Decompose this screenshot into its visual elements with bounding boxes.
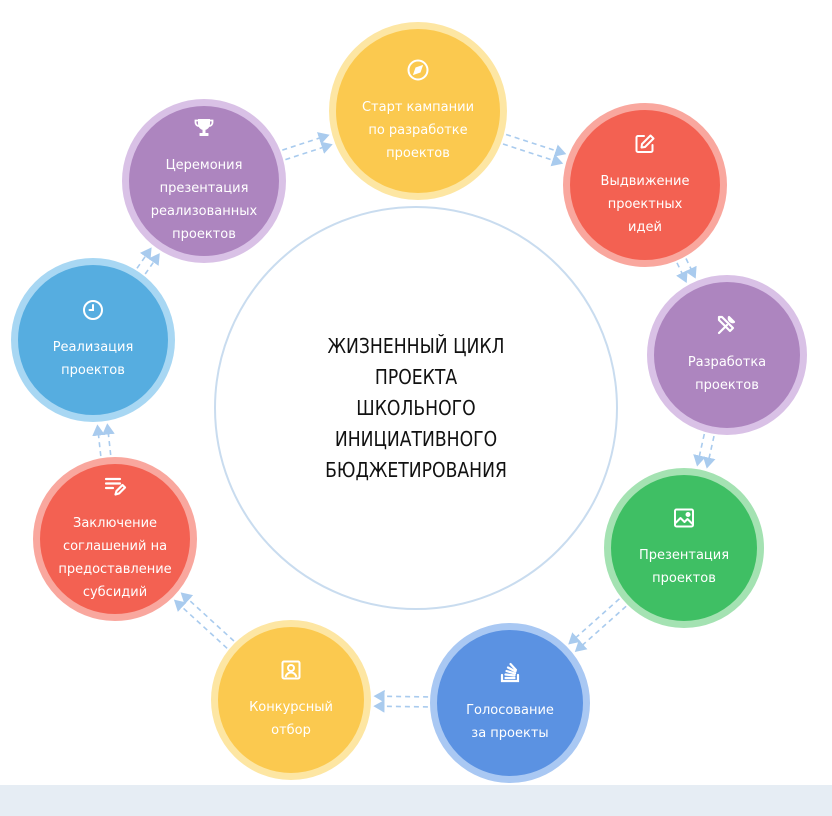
- stage-label-line: отбор: [271, 723, 311, 738]
- stage-label-line: Презентация: [638, 548, 730, 563]
- stage-label-line: Заключение: [72, 516, 158, 531]
- title-line: ЖИЗНЕННЫЙ ЦИКЛ ПРОЕКТА: [327, 333, 505, 389]
- arrow-agreements-to-implementation: [102, 423, 115, 456]
- stage-label: Реализация проектов: [29, 336, 157, 382]
- stage-label: Презентация проектов: [620, 544, 748, 590]
- diagram-title: ЖИЗНЕННЫЙ ЦИКЛ ПРОЕКТА ШКОЛЬНОГО ИНИЦИАТ…: [287, 331, 545, 486]
- arrow-presentation-to-voting: [568, 598, 620, 645]
- arrow-development-to-presentation: [693, 433, 706, 467]
- stage-voting: Голосование за проекты: [430, 623, 590, 783]
- arrow-start-to-ideas: [502, 143, 564, 167]
- stage-ideas: Выдвижение проектных идей: [563, 103, 727, 267]
- stage-label-line: Церемония: [165, 158, 243, 173]
- title-line: ШКОЛЬНОГО ИНИЦИАТИВНОГО: [334, 395, 498, 451]
- stage-label: Церемония презентация реализованных проекто…: [140, 154, 268, 246]
- stack-icon: [498, 661, 522, 685]
- arrow-agreements-to-implementation: [92, 424, 105, 457]
- arrow-implementation-to-ceremony: [136, 247, 152, 269]
- compass-icon: [406, 58, 430, 82]
- stage-label-line: по разработке: [368, 122, 468, 138]
- tools-icon: [715, 313, 739, 337]
- stage-label-line: проектов: [61, 363, 125, 378]
- title-line: БЮДЖЕТИРОВАНИЯ: [325, 457, 507, 482]
- stage-label-line: проектов: [695, 378, 759, 393]
- clock-icon: [81, 298, 105, 322]
- arrow-ceremony-to-start: [282, 132, 330, 151]
- stage-selection: Конкурсный отбор: [211, 620, 371, 780]
- stage-label: Конкурсный отбор: [227, 696, 355, 742]
- arrow-development-to-presentation: [702, 435, 716, 469]
- stage-label-line: Конкурсный: [249, 700, 333, 715]
- footer-band: [0, 785, 832, 816]
- stage-label-line: идей: [628, 219, 662, 235]
- stage-label-line: проектных: [607, 196, 683, 212]
- arrow-selection-to-agreements: [180, 592, 235, 642]
- arrow-ideas-to-development: [676, 262, 688, 283]
- stage-label-line: предоставление: [58, 562, 172, 577]
- arrow-ideas-to-development: [685, 258, 697, 279]
- stage-start: Старт кампании по разработке проектов: [329, 22, 507, 200]
- arrow-ceremony-to-start: [285, 141, 333, 161]
- stage-label-line: Реализация: [52, 340, 134, 355]
- stage-label-line: Выдвижение: [600, 173, 690, 189]
- arrow-start-to-ideas: [505, 133, 567, 157]
- stage-label: Старт кампании по разработке проектов: [354, 96, 482, 165]
- stage-label: Заключение соглашений на предоставление суб…: [51, 512, 179, 604]
- center-circle: ЖИЗНЕННЫЙ ЦИКЛ ПРОЕКТА ШКОЛЬНОГО ИНИЦИАТ…: [214, 206, 618, 610]
- stage-agreements: Заключение соглашений на предоставление суб…: [33, 457, 197, 621]
- arrow-voting-to-selection: [373, 699, 428, 713]
- stage-label: Выдвижение проектных идей: [581, 170, 709, 239]
- stage-label: Голосование за проекты: [446, 699, 574, 745]
- stage-label-line: проектов: [386, 145, 450, 161]
- arrow-implementation-to-ceremony: [144, 253, 160, 275]
- stage-label-line: Голосование: [466, 703, 554, 718]
- stage-implementation: Реализация проектов: [11, 258, 175, 422]
- arrow-voting-to-selection: [373, 689, 429, 703]
- edit-icon: [633, 132, 657, 156]
- stage-label-line: проектов: [172, 227, 236, 242]
- stage-label-line: реализованных: [150, 204, 258, 219]
- arrow-presentation-to-voting: [574, 605, 627, 652]
- stage-label-line: за проекты: [471, 726, 549, 741]
- arrow-selection-to-agreements: [173, 599, 228, 649]
- stage-label-line: презентация: [159, 181, 249, 196]
- stage-label-line: проектов: [652, 571, 716, 586]
- image-icon: [672, 506, 696, 530]
- stage-label-line: Разработка: [687, 355, 767, 370]
- notes-pen-icon: [103, 474, 127, 498]
- stage-label-line: Старт кампании: [361, 99, 475, 115]
- stage-label-line: соглашений на: [62, 539, 168, 554]
- stage-development: Разработка проектов: [647, 275, 807, 435]
- stage-label-line: субсидий: [82, 585, 148, 600]
- portrait-icon: [279, 658, 303, 682]
- stage-presentation: Презентация проектов: [604, 468, 764, 628]
- trophy-icon: [192, 116, 216, 140]
- stage-label: Разработка проектов: [663, 351, 791, 397]
- stage-ceremony: Церемония презентация реализованных проекто…: [122, 99, 286, 263]
